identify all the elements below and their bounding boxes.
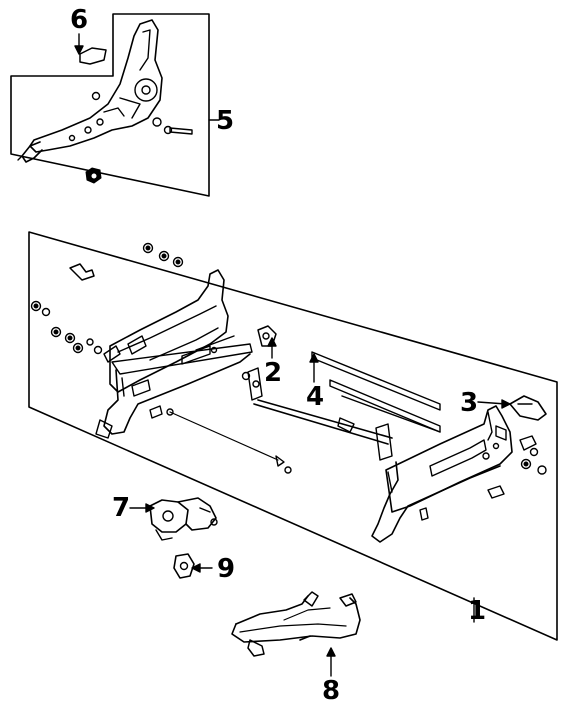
callout-leaders [74, 33, 511, 677]
callout-4: 4 [306, 382, 325, 412]
seat-motor [149, 497, 218, 541]
main-assembly-frame [28, 231, 558, 641]
part-9-clip [173, 553, 195, 579]
left-fasteners [30, 242, 260, 388]
callout-1: 1 [468, 596, 487, 626]
callout-9: 9 [217, 554, 236, 584]
callout-6: 6 [70, 5, 89, 35]
recliner-inset-box [10, 13, 220, 197]
callout-8: 8 [322, 676, 341, 706]
right-seat-track [371, 395, 547, 543]
cross-rods [166, 351, 441, 474]
callout-5: 5 [216, 106, 235, 136]
left-seat-track [95, 269, 253, 439]
part-2-clip [257, 325, 277, 347]
wire-harness [231, 591, 361, 657]
callout-3: 3 [460, 388, 479, 418]
callout-7: 7 [112, 493, 131, 523]
recliner-mechanism [17, 19, 193, 184]
callout-2: 2 [264, 358, 283, 388]
